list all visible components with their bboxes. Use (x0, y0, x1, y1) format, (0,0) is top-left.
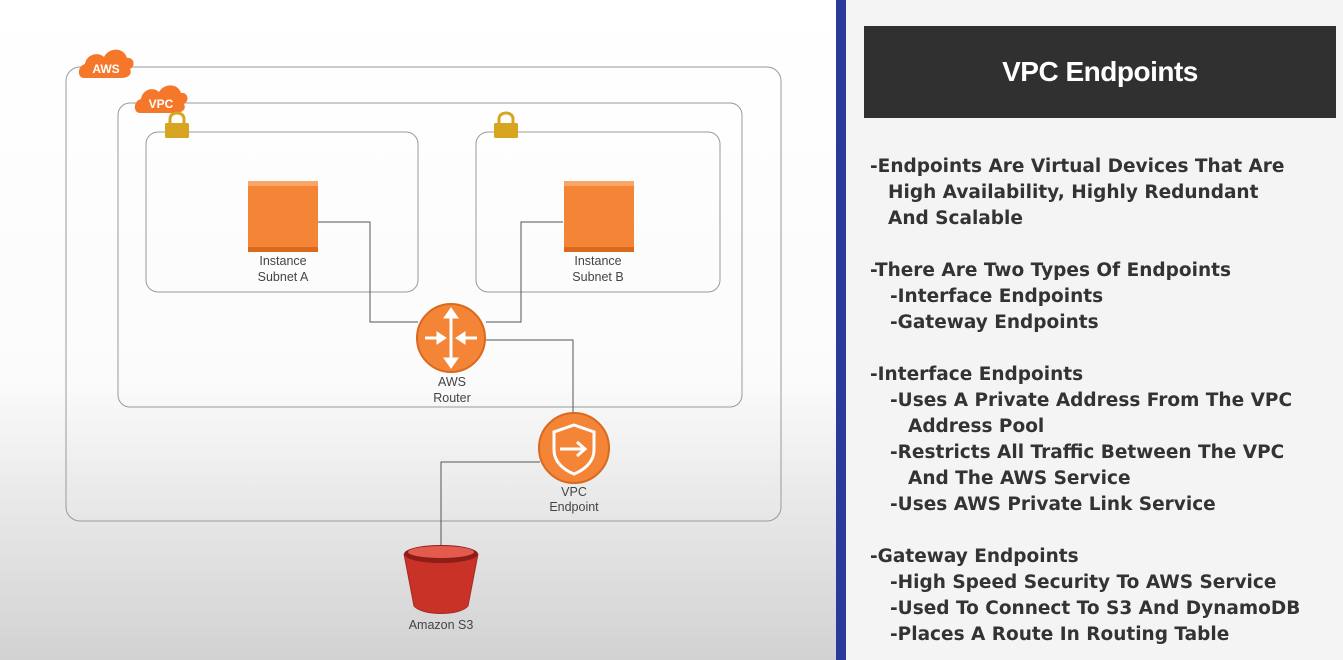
router-icon (416, 303, 486, 373)
instance-b-label: Instance (574, 254, 621, 268)
diagram-panel: AWS VPC Instance Subnet A I (0, 0, 836, 660)
s3-bucket-icon (403, 545, 479, 614)
note-line: -Interface Endpoints (890, 286, 1104, 307)
instance-b-subnet-label: Subnet B (572, 270, 623, 284)
lock-icon (494, 111, 518, 138)
note-line: -Restricts All Traffic Between The VPC (890, 442, 1285, 463)
connection-lines (318, 221, 574, 545)
note-line: -Used To Connect To S3 And DynamoDB (890, 598, 1301, 619)
endpoint-sublabel: Endpoint (549, 500, 599, 514)
aws-cloud-boundary (65, 66, 782, 522)
aws-label: AWS (92, 62, 119, 76)
lock-icon (165, 111, 189, 138)
notes-panel: VPC Endpoints -Endpoints Are Virtual Dev… (846, 0, 1343, 660)
instance-a-subnet-label: Subnet A (258, 270, 309, 284)
note-line: -Gateway Endpoints (890, 312, 1099, 333)
vpc-endpoint-icon (538, 412, 610, 484)
s3-label: Amazon S3 (409, 618, 474, 632)
note-line: And Scalable (888, 208, 1023, 229)
connector-router-endpoint (486, 339, 574, 417)
note-line: -Gateway Endpoints (870, 546, 1079, 567)
architecture-diagram: AWS VPC Instance Subnet A I (65, 49, 782, 632)
router-sublabel: Router (433, 391, 471, 405)
panel-divider (836, 0, 846, 660)
vpc-label: VPC (149, 97, 174, 111)
slide-title: VPC Endpoints (864, 26, 1336, 118)
note-line: -Uses A Private Address From The VPC (890, 390, 1293, 411)
note-line: -Interface Endpoints (870, 364, 1084, 385)
vpc-cloud-icon: VPC (134, 85, 188, 113)
instance-a-label: Instance (259, 254, 306, 268)
notes-list: -Endpoints Are Virtual Devices That Are … (870, 154, 1340, 648)
connector-endpoint-s3 (440, 461, 540, 545)
note-line: And The AWS Service (908, 468, 1131, 489)
subnet-a-boundary (145, 131, 419, 293)
endpoint-label: VPC (561, 485, 587, 499)
note-line: -Endpoints Are Virtual Devices That Are (870, 156, 1285, 177)
connector-instance-b-router (486, 221, 563, 323)
router-label: AWS (438, 375, 466, 389)
note-line: High Availability, Highly Redundant (888, 182, 1259, 203)
note-line: -There Are Two Types Of Endpoints (870, 260, 1231, 281)
note-line: -Uses AWS Private Link Service (890, 494, 1216, 515)
note-line: -High Speed Security To AWS Service (890, 572, 1277, 593)
aws-cloud-icon: AWS (78, 49, 134, 78)
vpc-boundary (117, 102, 743, 408)
note-line: Address Pool (908, 416, 1045, 437)
subnet-b-boundary (475, 131, 721, 293)
instance-a-icon (248, 181, 318, 252)
connector-instance-a-router (318, 221, 418, 323)
instance-b-icon (564, 181, 634, 252)
note-line: -Places A Route In Routing Table (890, 624, 1230, 645)
